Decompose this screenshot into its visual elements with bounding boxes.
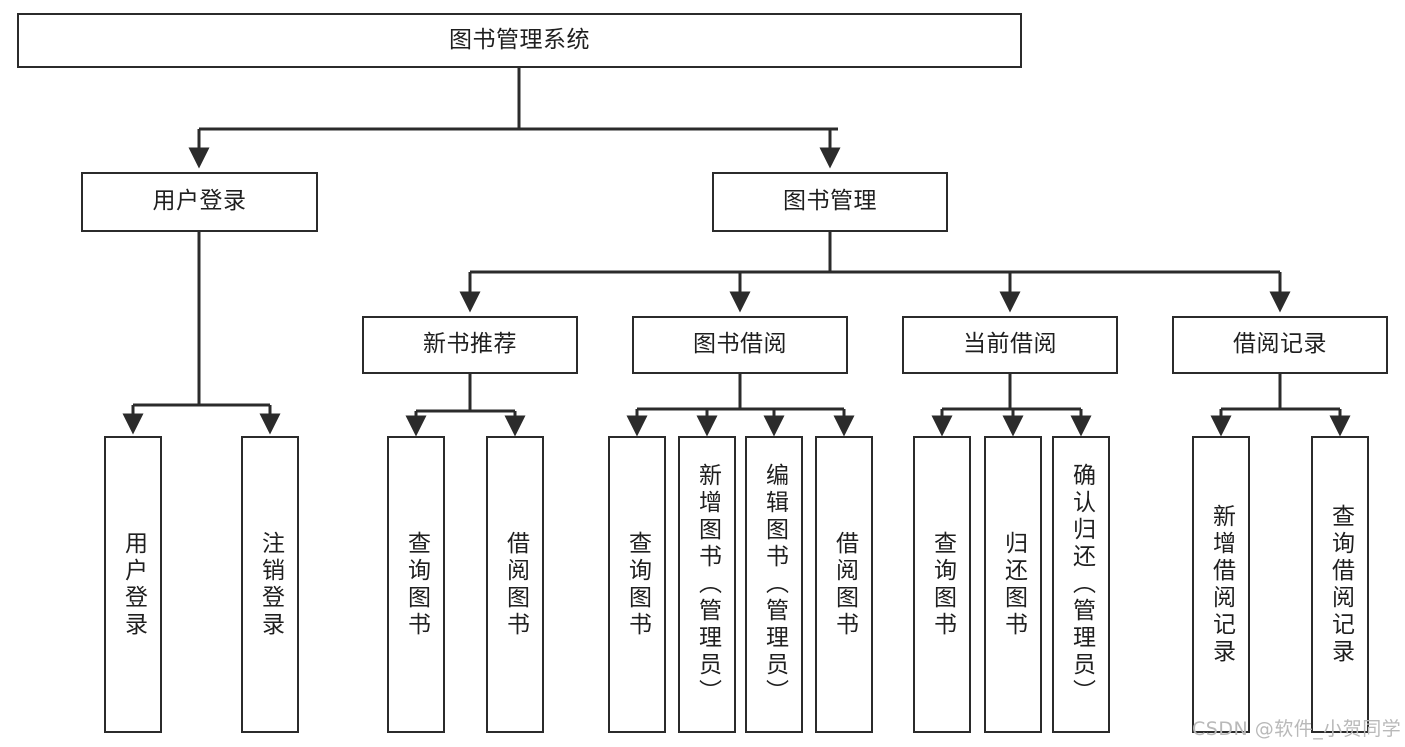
leaf-user-login-label: 用户登录: [120, 530, 147, 639]
node-root[interactable]: 图书管理系统: [17, 13, 1022, 68]
node-book-borrow-label: 图书借阅: [693, 331, 787, 358]
node-new-book-recommend[interactable]: 新书推荐: [362, 316, 578, 374]
node-root-label: 图书管理系统: [449, 26, 590, 53]
leaf-logout-label: 注销登录: [257, 530, 284, 639]
leaf-query-borrow-record[interactable]: 查询借阅记录: [1311, 436, 1369, 733]
node-user-login-label: 用户登录: [152, 188, 247, 215]
leaf-add-book-admin[interactable]: 新增图书（管理员）: [678, 436, 736, 733]
leaf-add-borrow-record-label: 新增借阅记录: [1208, 503, 1235, 666]
leaf-query-book-recommend-label: 查询图书: [403, 530, 430, 639]
node-current-borrow[interactable]: 当前借阅: [902, 316, 1118, 374]
leaf-add-book-admin-label: 新增图书（管理员）: [694, 463, 721, 706]
node-book-management[interactable]: 图书管理: [712, 172, 948, 232]
node-borrow-record-label: 借阅记录: [1233, 331, 1327, 358]
leaf-return-book-label: 归还图书: [1000, 530, 1027, 639]
leaf-query-book-current-label: 查询图书: [929, 530, 956, 639]
leaf-logout[interactable]: 注销登录: [241, 436, 299, 733]
leaf-borrow-book[interactable]: 借阅图书: [815, 436, 873, 733]
leaf-confirm-return-admin[interactable]: 确认归还（管理员）: [1052, 436, 1110, 733]
leaf-query-book-borrow-label: 查询图书: [624, 530, 651, 639]
leaf-edit-book-admin[interactable]: 编辑图书（管理员）: [745, 436, 803, 733]
leaf-add-borrow-record[interactable]: 新增借阅记录: [1192, 436, 1250, 733]
leaf-return-book[interactable]: 归还图书: [984, 436, 1042, 733]
watermark: CSDN @软件_小贺同学: [1192, 718, 1402, 740]
leaf-borrow-book-label: 借阅图书: [831, 530, 858, 639]
node-current-borrow-label: 当前借阅: [963, 331, 1057, 358]
leaf-user-login[interactable]: 用户登录: [104, 436, 162, 733]
leaf-query-book-current[interactable]: 查询图书: [913, 436, 971, 733]
leaf-query-borrow-record-label: 查询借阅记录: [1327, 503, 1354, 666]
node-user-login[interactable]: 用户登录: [81, 172, 318, 232]
leaf-confirm-return-admin-label: 确认归还（管理员）: [1068, 463, 1095, 706]
node-borrow-record[interactable]: 借阅记录: [1172, 316, 1388, 374]
leaf-borrow-book-recommend[interactable]: 借阅图书: [486, 436, 544, 733]
leaf-query-book-borrow[interactable]: 查询图书: [608, 436, 666, 733]
leaf-borrow-book-recommend-label: 借阅图书: [502, 530, 529, 639]
leaf-edit-book-admin-label: 编辑图书（管理员）: [761, 463, 788, 706]
node-book-borrow[interactable]: 图书借阅: [632, 316, 848, 374]
leaf-query-book-recommend[interactable]: 查询图书: [387, 436, 445, 733]
node-new-book-recommend-label: 新书推荐: [423, 331, 517, 358]
node-book-management-label: 图书管理: [783, 188, 877, 215]
